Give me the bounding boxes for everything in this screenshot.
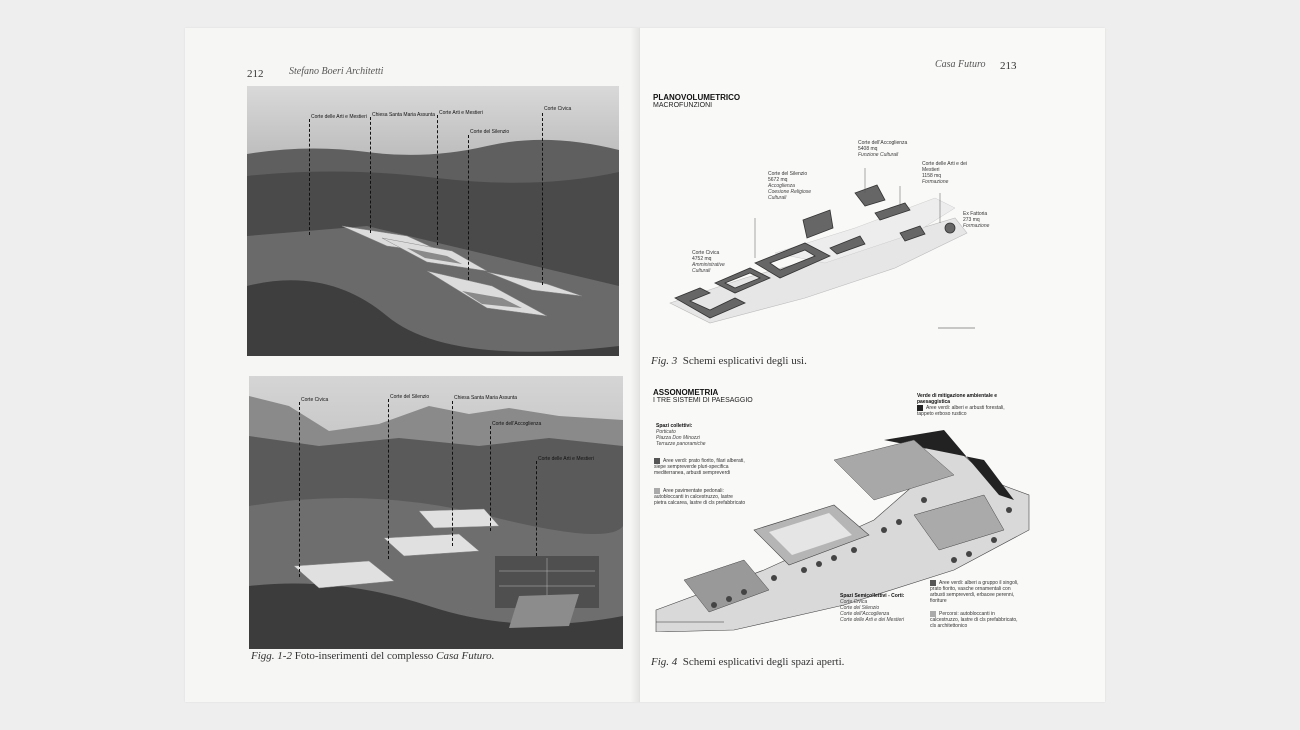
aerial-photo-2	[249, 376, 623, 649]
verde-desc: Aree verdi: alberi e arbusti forestali, …	[917, 405, 1005, 417]
spazi-collettivi-item: Terrazze panoramiche	[656, 441, 706, 447]
fig4-title-block: ASSONOMETRIA I TRE SISTEMI DI PAESAGGIO	[653, 388, 753, 404]
dashed-leader	[370, 117, 371, 233]
caption-text: Schemi esplicativi degli spazi aperti.	[682, 656, 845, 668]
dashed-leader	[309, 119, 310, 235]
spazi-collettivi-title: Spazi collettivi:	[656, 423, 693, 429]
right-page: Casa Futuro 213 PLANOVOLUMETRICO MACROFU…	[640, 28, 1105, 702]
label-area: 5408 mq	[858, 146, 878, 152]
spazi-collettivi-item: Piazza Don Minozzi	[656, 435, 700, 441]
photo1-label-4: Corte del Silenzio	[470, 129, 510, 135]
legend-item-paths-semi: Percorsi: autobloccanti in calcestruzzo,…	[930, 611, 1022, 629]
aerial-photo-1	[247, 86, 619, 356]
legend-text: Aree verdi: prato fiorito, filari albera…	[654, 458, 745, 476]
legend-item-green-collective: Aree verdi: prato fiorito, filari albera…	[654, 458, 746, 476]
semi-item: Corte delle Arti e dei Mestieri	[840, 617, 905, 623]
fig3-label-ex-fattoria: Ex Fattoria 273 mq Formazione	[963, 211, 989, 229]
caption-prefix: Fig. 4	[651, 656, 678, 668]
fig4-subtitle: I TRE SISTEMI DI PAESAGGIO	[653, 397, 753, 404]
photo1-label-2: Chiesa Santa Maria Assunta	[372, 112, 436, 118]
label-area: 4752 mq	[692, 256, 712, 262]
figure-4-caption: Fig. 4 Schemi esplicativi degli spazi ap…	[651, 656, 844, 668]
label-use: Formazione	[963, 223, 990, 229]
dashed-leader	[437, 115, 438, 245]
label-name: Corte dell'Accoglienza	[858, 140, 908, 146]
dashed-leader	[388, 399, 389, 559]
legend-swatch	[654, 458, 660, 464]
label-name: Ex Fattoria	[963, 211, 988, 217]
label-name: Corte delle Arti e dei Mestieri	[922, 161, 968, 173]
photo2-label-4: Corte dell'Accoglienza	[492, 421, 542, 427]
right-running-head: Casa Futuro	[935, 59, 986, 70]
caption-italic: Casa Futuro.	[436, 650, 495, 662]
figure-1-2-caption: Figg. 1-2 Foto-inserimenti del complesso…	[251, 650, 494, 662]
legend-swatch	[930, 580, 936, 586]
label-use: Accoglienza Coesione Religiose Culturali	[768, 183, 812, 201]
semi-item: Corte del Silenzio	[840, 605, 880, 611]
fig3-title-block: PLANOVOLUMETRICO MACROFUNZIONI	[653, 93, 740, 109]
label-use: Formazione	[922, 179, 949, 185]
legend-text: Percorsi: autobloccanti in calcestruzzo,…	[930, 611, 1018, 629]
spazi-semicollettivi-block: Spazi Semicollettivi - Corti: Corte Civi…	[840, 593, 935, 623]
label-name: Corte del Silenzio	[768, 171, 808, 177]
legend-swatch	[930, 611, 936, 617]
legend-item-green-semi: Aree verdi: alberi a gruppo il singoli, …	[930, 580, 1022, 604]
dashed-leader	[542, 113, 543, 285]
left-running-head: Stefano Boeri Architetti	[289, 66, 384, 77]
spazi-collettivi-block: Spazi collettivi: Porticato Piazza Don M…	[656, 423, 748, 447]
photo1-label-5: Corte Civica	[544, 106, 572, 112]
label-use: Funzione Culturali	[858, 152, 899, 158]
caption-text: Schemi esplicativi degli usi.	[682, 355, 807, 367]
legend-text: Aree verdi: alberi a gruppo il singoli, …	[930, 580, 1019, 604]
legend-swatch	[654, 488, 660, 494]
assonometria-diagram	[655, 430, 1030, 632]
legend-item-paved-collective: Aree pavimentate pedonali: autobloccanti…	[654, 488, 746, 506]
legend-text: Aree pavimentate pedonali: autobloccanti…	[654, 488, 746, 506]
fig3-title: PLANOVOLUMETRICO	[653, 93, 741, 102]
legend-swatch-dark	[917, 405, 923, 411]
caption-text: Foto-inserimenti del complesso	[294, 650, 434, 662]
dashed-leader	[536, 461, 537, 556]
verde-title: Verde di mitigazione ambientale e paesag…	[917, 393, 998, 405]
spazi-collettivi-item: Porticato	[656, 429, 676, 435]
caption-prefix: Fig. 3	[651, 355, 678, 367]
label-area: 5672 mq	[768, 177, 788, 183]
semi-item: Corte Civica	[840, 599, 868, 605]
label-area: 1158 mq	[922, 173, 942, 179]
photo2-label-5: Corte delle Arti e Mestieri	[538, 456, 594, 462]
photo1-label-3: Corte Arti e Mestieri	[439, 110, 483, 116]
planovolumetrico-diagram	[669, 168, 975, 329]
book-spread: 212 Stefano Boeri Architetti	[185, 28, 1105, 702]
fig3-subtitle: MACROFUNZIONI	[653, 102, 713, 109]
photo2-label-3: Chiesa Santa Maria Assunta	[454, 395, 518, 401]
dashed-leader	[299, 402, 300, 577]
label-area: 273 mq	[963, 217, 980, 223]
semi-item: Corte dell'Accoglienza	[840, 611, 890, 617]
dashed-leader	[452, 401, 453, 546]
caption-prefix: Figg. 1-2	[251, 650, 292, 662]
fig3-label-civica: Corte Civica 4752 mq Amministrative Cult…	[692, 250, 732, 274]
photo2-label-2: Corte del Silenzio	[390, 394, 430, 400]
fig3-label-accoglienza: Corte dell'Accoglienza 5408 mq Funzione …	[858, 140, 907, 158]
fig3-label-arti-mestieri: Corte delle Arti e dei Mestieri 1158 mq …	[922, 161, 982, 185]
left-page-number: 212	[247, 68, 264, 80]
fig4-title: ASSONOMETRIA	[653, 388, 719, 397]
photo1-label-1: Corte delle Arti e Mestieri	[311, 114, 367, 120]
photo2-label-1: Corte Civica	[301, 397, 329, 403]
right-page-number: 213	[1000, 60, 1017, 72]
label-name: Corte Civica	[692, 250, 720, 256]
figure-3-caption: Fig. 3 Schemi esplicativi degli usi.	[651, 355, 807, 367]
dashed-leader	[490, 426, 491, 531]
label-use: Amministrative Culturali	[692, 262, 725, 274]
verde-mitigazione-block: Verde di mitigazione ambientale e paesag…	[917, 393, 1012, 417]
fig3-label-silenzio: Corte del Silenzio 5672 mq Accoglienza C…	[768, 171, 816, 201]
left-page: 212 Stefano Boeri Architetti	[185, 28, 640, 702]
dashed-leader	[468, 135, 469, 280]
semi-title: Spazi Semicollettivi - Corti:	[840, 593, 905, 599]
